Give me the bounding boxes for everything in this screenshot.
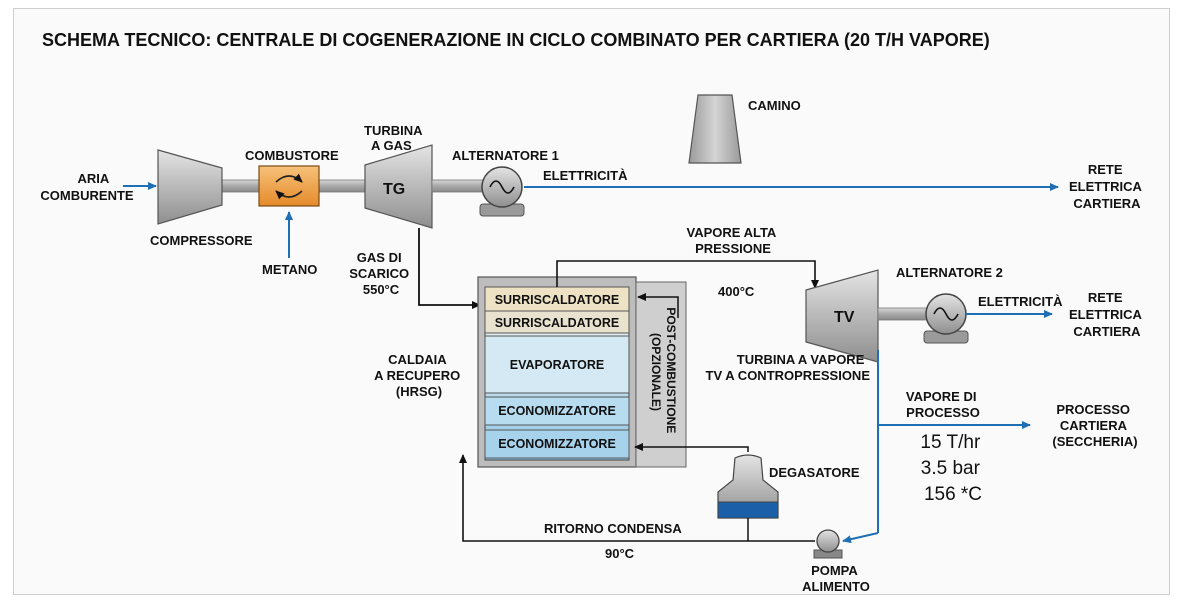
- alternator1-sine-icon: [489, 180, 515, 194]
- gas-turbine-shape: [364, 144, 433, 229]
- evaporator-label: EVAPORATORE: [510, 358, 604, 372]
- deaerator-label: DEGASATORE: [769, 465, 860, 480]
- superheater2-box: [484, 310, 630, 334]
- feed-to-pump-line: [842, 532, 879, 544]
- gas-turbine-tag: TG: [383, 181, 405, 198]
- deaerator-water: [717, 501, 779, 519]
- hp-steam-label: VAPORE ALTA PRESSIONE: [687, 225, 780, 256]
- paper-process-label: PROCESSO CARTIERA (SECCHERIA): [1052, 402, 1137, 449]
- chimney-shape: [688, 94, 742, 164]
- economizer2-label: ECONOMIZZATORE: [498, 437, 616, 451]
- process-steam-label: VAPORE DI PROCESSO: [906, 389, 980, 420]
- process-values: 15 T/hr 3.5 bar 156 *C: [920, 432, 985, 505]
- condensate-temp: 90°C: [605, 546, 635, 561]
- feed-pump-label: POMPA ALIMENTO: [802, 563, 870, 594]
- condensate-return-label: RITORNO CONDENSA: [544, 521, 682, 536]
- economizer1-box: [484, 396, 630, 426]
- grid2-label: RETE ELETTRICA CARTIERA: [1069, 290, 1145, 339]
- hp-steam-temp: 400°C: [718, 284, 755, 299]
- grid1-label: RETE ELETTRICA CARTIERA: [1069, 162, 1145, 211]
- alternator2-label: ALTERNATORE 2: [896, 265, 1003, 280]
- compressor-label: COMPRESSORE: [150, 233, 253, 248]
- methane-label: METANO: [262, 262, 317, 277]
- electricity2-label: ELETTRICITÀ: [978, 294, 1063, 309]
- electricity1-label: ELETTRICITÀ: [543, 168, 628, 183]
- combustor-swirl-icon: [275, 173, 303, 183]
- economizer1-label: ECONOMIZZATORE: [498, 404, 616, 418]
- chimney-label: CAMINO: [748, 98, 801, 113]
- economizer2-box: [484, 429, 630, 459]
- deaerator-to-economizer-line: [634, 443, 749, 452]
- superheater2-label: SURRISCALDATORE: [495, 316, 620, 330]
- hp-steam-line: [556, 260, 819, 289]
- exhaust-gas-label: GAS DI SCARICO 550°C: [349, 250, 413, 297]
- steam-turbine-tag: TV: [834, 309, 855, 326]
- gas-turbine-label: TURBINA A GAS: [364, 123, 426, 153]
- combustor-swirl-icon-2: [275, 190, 303, 200]
- hrsg-label: CALDAIA A RECUPERO (HRSG): [374, 352, 464, 399]
- combustor-label: COMBUSTORE: [245, 148, 339, 163]
- evaporator-box: [484, 335, 630, 394]
- combustor-shape: [258, 165, 320, 207]
- st-alt-shaft: [877, 307, 929, 321]
- exhaust-gas-line: [418, 228, 481, 309]
- feed-pump-shape: [816, 529, 840, 553]
- gt-alt-shaft: [431, 179, 485, 193]
- post-combustion-arrow: [637, 293, 679, 318]
- alternator2-sine-icon: [933, 307, 959, 321]
- superheater1-label: SURRISCALDATORE: [495, 293, 620, 307]
- steam-turbine-label: TURBINA A VAPORE TV A CONTROPRESSIONE: [706, 352, 871, 383]
- compressor-shape: [157, 149, 223, 225]
- post-combustion-label: POST-COMBUSTIONE (OPZIONALE): [649, 307, 678, 436]
- alternator1-label: ALTERNATORE 1: [452, 148, 559, 163]
- air-label: ARIA COMBURENTE: [40, 171, 133, 203]
- diagram-title: SCHEMA TECNICO: CENTRALE DI COGENERAZION…: [42, 30, 990, 50]
- condensate-return-line: [459, 454, 815, 542]
